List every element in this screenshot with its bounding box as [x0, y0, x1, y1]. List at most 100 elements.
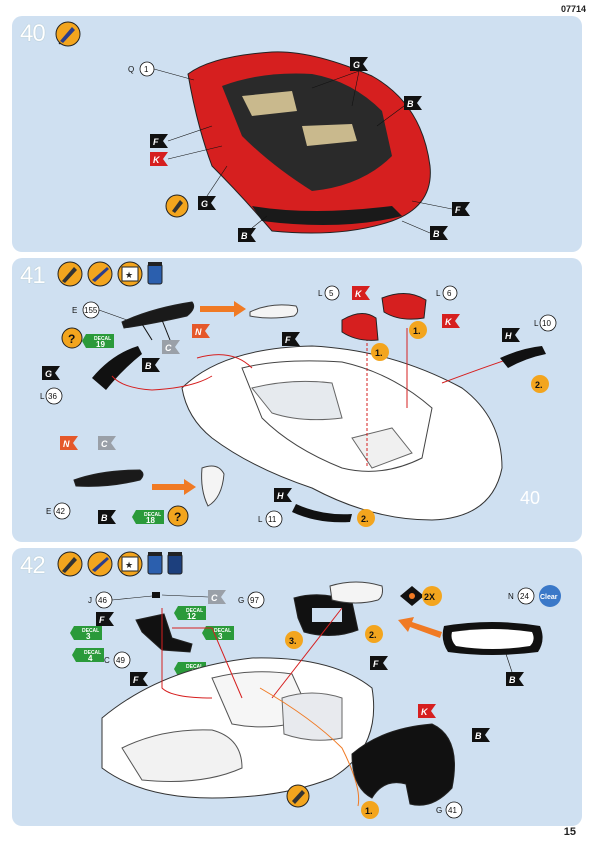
black-trim-part [292, 504, 352, 523]
color-flag-b: B [98, 510, 116, 524]
part-label-e42: E 42 [46, 502, 71, 520]
step-42-panel: 42 ★ J 46 C F DECAL 12 DECAL 3 [12, 548, 582, 826]
svg-text:5: 5 [329, 289, 334, 298]
svg-text:19: 19 [96, 340, 105, 349]
svg-text:★: ★ [125, 270, 133, 280]
sequence-1: 1. [371, 343, 389, 361]
mirror-part-bottom [73, 469, 144, 487]
svg-text:★: ★ [125, 560, 133, 570]
color-flag-k: K [352, 286, 370, 300]
svg-text:C: C [165, 343, 172, 353]
sequence-2: 2. [357, 509, 375, 527]
svg-text:B: B [101, 513, 108, 523]
step-40-panel: 40 Q 1 G B F K G [12, 16, 582, 252]
svg-text:12: 12 [187, 612, 196, 621]
svg-text:1.: 1. [365, 806, 373, 816]
black-interior-part [351, 723, 455, 806]
color-flag-n: N [192, 324, 210, 338]
color-flag-g: G [42, 366, 60, 380]
step-number: 42 [20, 552, 46, 579]
svg-text:L: L [40, 392, 45, 401]
question-icon: ? [61, 327, 83, 349]
svg-text:18: 18 [146, 516, 155, 525]
decal-badge-3: DECAL 3 [70, 626, 102, 641]
svg-text:L: L [534, 319, 539, 328]
svg-text:46: 46 [98, 596, 107, 605]
svg-text:K: K [153, 155, 161, 165]
svg-text:H: H [505, 331, 512, 341]
color-flag-b: B [506, 672, 524, 686]
glue-spot-icon [400, 586, 424, 606]
paint-jar-icon [167, 552, 183, 575]
svg-text:1.: 1. [413, 326, 421, 336]
svg-text:L: L [436, 289, 441, 298]
svg-text:?: ? [68, 332, 75, 346]
svg-text:11: 11 [268, 515, 277, 524]
car-body-white [181, 345, 503, 521]
decal-badge-12: DECAL 12 [174, 606, 206, 621]
sequence-1: 1. [361, 801, 379, 819]
assembly-arrow [152, 479, 196, 495]
color-flag-b: B [142, 358, 160, 372]
svg-text:E: E [46, 507, 51, 516]
color-flag-c: C [162, 340, 180, 354]
part-label-q1: Q 1 [128, 61, 195, 81]
color-flag-g: G [198, 196, 216, 210]
svg-text:F: F [99, 615, 105, 625]
color-flag-f: F [130, 672, 148, 686]
paint-jar-icon [147, 552, 163, 575]
svg-text:N: N [63, 439, 70, 449]
svg-text:F: F [133, 675, 139, 685]
part-label-e155: E 155 [72, 301, 128, 321]
black-grille-part [293, 594, 359, 636]
svg-text:K: K [445, 317, 453, 327]
svg-text:DECAL: DECAL [186, 664, 203, 670]
part-label-j46: J 46 [88, 591, 153, 609]
knife-icon [87, 551, 113, 577]
svg-text:3: 3 [218, 632, 223, 641]
svg-text:41: 41 [448, 806, 457, 815]
svg-text:DECAL: DECAL [84, 650, 101, 656]
sequence-2: 2. [365, 625, 383, 643]
svg-text:2.: 2. [535, 380, 543, 390]
svg-text:K: K [355, 289, 363, 299]
svg-text:2X: 2X [424, 592, 435, 602]
svg-text:G: G [45, 369, 52, 379]
sequence-1: 1. [409, 321, 427, 339]
svg-text:36: 36 [48, 392, 57, 401]
color-flag-b: B [238, 228, 256, 242]
question-icon: ? [167, 505, 189, 527]
paint-jar-icon [147, 262, 163, 285]
part-label-l6: L 6 [436, 285, 458, 301]
sequence-3: 3. [285, 631, 303, 649]
svg-text:F: F [153, 137, 159, 147]
step-number: 41 [20, 262, 46, 289]
svg-text:C: C [101, 439, 108, 449]
svg-text:C: C [104, 656, 110, 665]
svg-text:155: 155 [84, 306, 98, 315]
svg-text:42: 42 [56, 507, 65, 516]
color-flag-f: F [452, 202, 470, 216]
decal-icon: ★ [117, 261, 143, 287]
color-flag-k: K [418, 704, 436, 718]
color-flag-k: K [150, 152, 168, 166]
color-flag-f: F [282, 332, 300, 346]
mirror-part-top [121, 301, 195, 341]
svg-text:B: B [433, 229, 440, 239]
svg-text:B: B [145, 361, 152, 371]
svg-text:B: B [509, 675, 516, 685]
multiplier-badge: 2X [422, 586, 442, 606]
color-flag-h: H [502, 328, 520, 342]
color-flag-f: F [150, 134, 168, 148]
svg-text:F: F [455, 205, 461, 215]
decal-icon: ★ [117, 551, 143, 577]
svg-text:F: F [373, 659, 379, 669]
svg-text:Clear: Clear [540, 594, 558, 601]
svg-text:J: J [88, 596, 92, 605]
color-flag-b: B [404, 96, 422, 110]
svg-text:3: 3 [86, 632, 91, 641]
color-flag-f: F [96, 612, 114, 626]
paint-brush-icon [55, 21, 81, 47]
svg-text:DECAL: DECAL [144, 512, 161, 518]
knife-icon [87, 261, 113, 287]
